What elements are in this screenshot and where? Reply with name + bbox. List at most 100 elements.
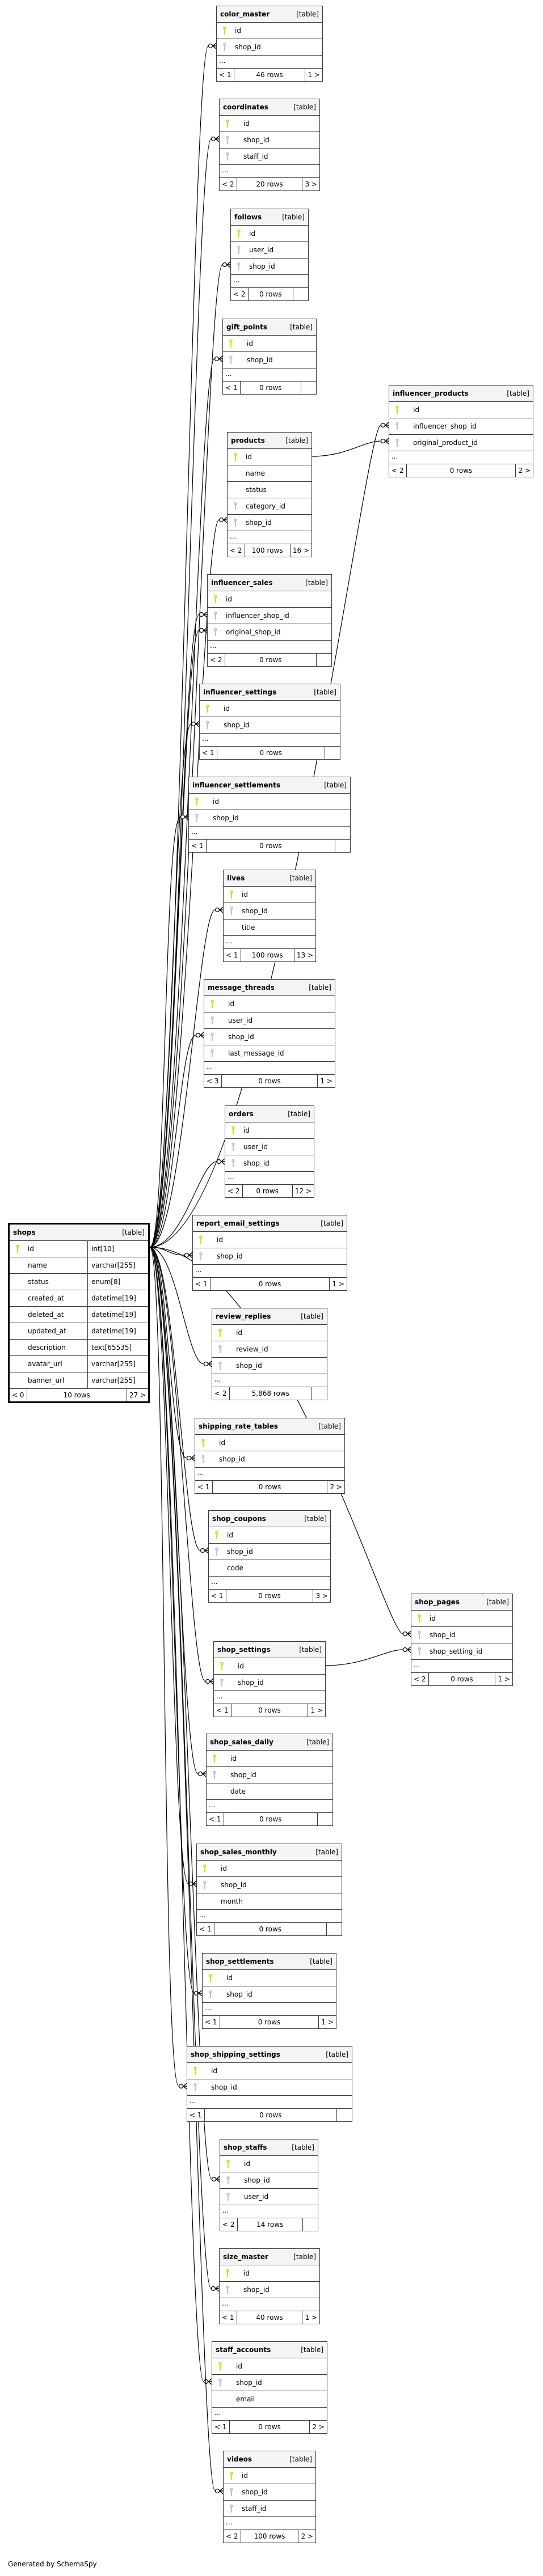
children-link[interactable]: 1 > <box>321 2018 334 2026</box>
parents-link[interactable]: < 2 <box>230 546 242 554</box>
table-header[interactable]: influencer_sales[table] <box>208 575 331 591</box>
table-name[interactable]: shops <box>13 1228 36 1236</box>
parents-link[interactable]: < 1 <box>202 749 214 757</box>
column-row[interactable]: staff_id <box>224 2501 315 2517</box>
column-row[interactable]: id <box>224 2468 315 2484</box>
parents-link[interactable]: < 2 <box>214 1389 227 1397</box>
column-row[interactable]: id <box>187 2063 352 2079</box>
table-header[interactable]: shop_sales_monthly[table] <box>197 1844 342 1861</box>
more-columns-ellipsis[interactable]: ... <box>220 2298 319 2311</box>
children-link[interactable]: 1 > <box>310 1706 323 1714</box>
children-link[interactable]: 2 > <box>518 467 531 474</box>
parents-link[interactable]: < 2 <box>392 467 404 474</box>
column-row[interactable]: shop_id <box>224 903 315 920</box>
children-link[interactable]: 13 > <box>296 951 313 959</box>
column-row[interactable]: id <box>225 1122 314 1139</box>
more-columns-ellipsis[interactable]: ... <box>223 368 316 382</box>
parents-link[interactable]: < 1 <box>211 1592 224 1600</box>
column-row[interactable]: id <box>197 1861 342 1877</box>
children-link[interactable]: 12 > <box>294 1187 312 1195</box>
table-name[interactable]: shop_settlements <box>206 1958 274 1965</box>
column-row[interactable]: id <box>224 887 315 903</box>
column-row[interactable]: id <box>207 1751 332 1767</box>
parents-link[interactable]: < 2 <box>222 180 234 188</box>
more-columns-ellipsis[interactable]: ... <box>193 1265 347 1278</box>
children-link[interactable]: 1 > <box>308 71 320 79</box>
children-link[interactable] <box>325 747 340 759</box>
more-columns-ellipsis[interactable]: ... <box>228 531 312 544</box>
more-columns-ellipsis[interactable]: ... <box>217 56 322 69</box>
parents-link[interactable]: < 1 <box>191 842 204 850</box>
column-row[interactable]: shop_id <box>224 2484 315 2501</box>
parents-link[interactable]: < 2 <box>222 2221 235 2228</box>
children-link[interactable] <box>335 840 350 852</box>
children-link[interactable]: 1 > <box>320 1077 332 1085</box>
column-row[interactable]: id <box>189 794 350 810</box>
column-row[interactable]: shop_id <box>231 259 308 275</box>
parents-link[interactable]: < 3 <box>207 1077 219 1085</box>
column-row[interactable]: shop_id <box>228 515 312 531</box>
table-name[interactable]: shop_shipping_settings <box>191 2050 280 2058</box>
table-header[interactable]: review_replies[table] <box>212 1308 327 1325</box>
table-header[interactable]: shop_shipping_settings[table] <box>187 2047 352 2063</box>
table-name[interactable]: shop_staffs <box>224 2143 267 2151</box>
column-row[interactable]: status <box>228 482 312 498</box>
parents-link[interactable]: < 2 <box>233 290 246 298</box>
children-link[interactable]: 3 > <box>315 1592 328 1600</box>
children-link[interactable] <box>318 1813 332 1825</box>
column-row[interactable]: name <box>228 465 312 482</box>
parents-link[interactable]: < 1 <box>205 2018 217 2026</box>
table-header[interactable]: shop_sales_daily[table] <box>207 1734 332 1751</box>
parents-link[interactable]: < 1 <box>190 2111 202 2119</box>
table-header[interactable]: products[table] <box>228 433 312 449</box>
parents-link[interactable]: < 2 <box>228 1187 240 1195</box>
table-header[interactable]: influencer_settlements[table] <box>189 777 350 794</box>
table-header[interactable]: staff_accounts[table] <box>212 2342 327 2358</box>
table-header[interactable]: coordinates[table] <box>220 99 319 116</box>
more-columns-ellipsis[interactable]: ... <box>224 2517 315 2530</box>
more-columns-ellipsis[interactable]: ... <box>208 641 331 654</box>
column-row[interactable]: shop_id <box>195 1451 344 1468</box>
column-row[interactable]: date <box>207 1783 332 1800</box>
more-columns-ellipsis[interactable]: ... <box>209 1577 330 1590</box>
table-name[interactable]: color_master <box>220 10 270 18</box>
column-row[interactable]: shop_id <box>411 1627 512 1643</box>
column-row[interactable]: shop_id <box>217 39 322 56</box>
more-columns-ellipsis[interactable]: ... <box>197 1910 342 1923</box>
column-row[interactable]: id <box>203 1970 336 1986</box>
more-columns-ellipsis[interactable]: ... <box>224 936 315 949</box>
column-row[interactable]: user_id <box>231 242 308 259</box>
parents-link[interactable]: < 1 <box>209 1815 221 1823</box>
table-header[interactable]: influencer_settings[table] <box>200 684 340 701</box>
table-header[interactable]: message_threads[table] <box>204 980 335 996</box>
column-row[interactable]: shop_id <box>223 352 316 368</box>
column-row[interactable]: title <box>224 920 315 936</box>
more-columns-ellipsis[interactable]: ... <box>214 1691 325 1704</box>
table-name[interactable]: shop_coupons <box>212 1515 266 1523</box>
column-row[interactable]: shop_id <box>197 1877 342 1893</box>
column-row[interactable]: id <box>200 701 340 717</box>
table-name[interactable]: lives <box>227 874 245 882</box>
children-link[interactable]: 1 > <box>332 1280 344 1288</box>
table-header[interactable]: color_master[table] <box>217 6 322 23</box>
table-name[interactable]: gift_points <box>226 323 268 331</box>
table-header[interactable]: lives[table] <box>224 870 315 887</box>
more-columns-ellipsis[interactable]: ... <box>411 1660 512 1673</box>
